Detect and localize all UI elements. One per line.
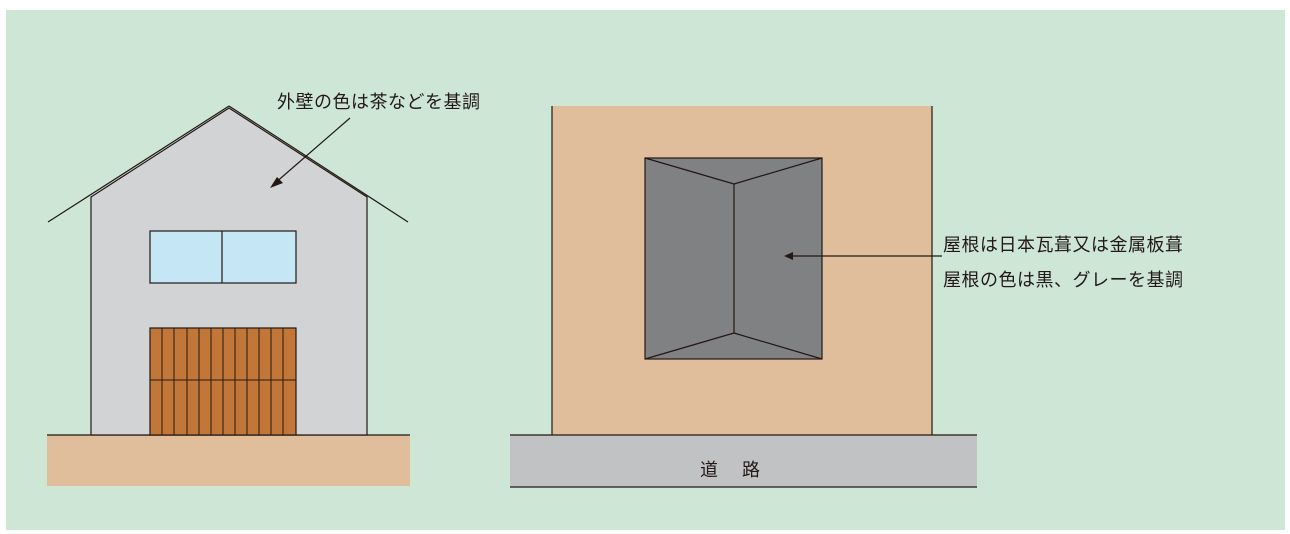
wooden-door bbox=[149, 327, 297, 436]
wall-color-label: 外壁の色は茶などを基調 bbox=[277, 92, 481, 113]
wall-annotation-arrow bbox=[270, 117, 351, 188]
window bbox=[149, 230, 297, 284]
roof-eave-right bbox=[228, 105, 409, 223]
road-label: 道路 bbox=[700, 460, 784, 481]
ground-front bbox=[47, 435, 410, 486]
roof-eave-left bbox=[47, 105, 230, 223]
roof-color-label: 屋根の色は黒、グレーを基調 bbox=[943, 270, 1184, 291]
road bbox=[510, 435, 977, 487]
roof-material-label: 屋根は日本瓦葺又は金属板葺 bbox=[943, 235, 1184, 256]
roof-annotation-arrow bbox=[784, 252, 942, 260]
roof-top-view bbox=[644, 157, 823, 360]
